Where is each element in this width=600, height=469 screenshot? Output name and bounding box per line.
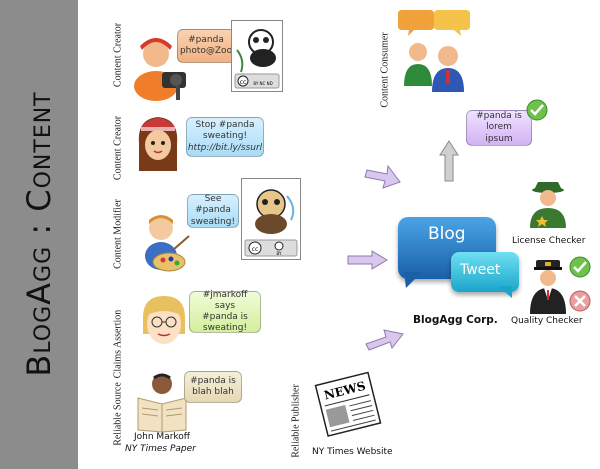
bubble-line: sweating!	[202, 131, 248, 142]
speech-bubble-creator-1: #panda photo@Zoo	[177, 29, 235, 63]
bubble-line: Stop #panda	[195, 120, 255, 131]
role-label-reliable-source: Reliable Source	[112, 382, 124, 446]
license-checker-label: License Checker	[512, 236, 586, 246]
cc-license-text: BY	[277, 251, 283, 256]
bubble-line: blah blah	[192, 387, 234, 397]
sidebar	[0, 0, 78, 469]
bubble-line: #panda is	[202, 312, 248, 322]
arrow-claims-to-blog	[365, 329, 404, 351]
tweet-label: Tweet	[460, 262, 501, 278]
slide-title: BlogAgg : Content	[20, 91, 58, 377]
tweet-bubble-tail	[498, 286, 512, 298]
bubble-link[interactable]: http://bit.ly/ssurl	[187, 142, 263, 153]
bubble-line: #panda	[188, 34, 224, 45]
cc-badge-text: cc	[240, 79, 247, 86]
bubble-line: #panda is	[190, 375, 236, 386]
bubble-line: #panda is	[476, 111, 522, 122]
check-icon-consumer	[526, 99, 548, 121]
check-icon-quality	[569, 256, 591, 278]
sweating-panda-photo-icon: cc BY	[241, 178, 301, 260]
cc-badge-text: cc	[252, 246, 259, 253]
arrow-creator-to-blog	[364, 164, 401, 189]
blog-bubble-tail	[404, 272, 422, 288]
bubble-line: photo@Zoo	[179, 46, 233, 56]
speech-bubble-claims: #jmarkoff says #panda is sweating!	[189, 289, 261, 334]
arrow-modifier-to-blog	[347, 250, 388, 270]
source-org: NY Times Paper	[125, 444, 196, 454]
speech-bubble-consumer: #panda is lorem ipsum	[466, 110, 532, 146]
role-label-content-consumer: Content Consumer	[379, 32, 391, 108]
quality-checker-icon	[530, 260, 566, 314]
painter-icon	[145, 215, 190, 272]
role-label-reliable-publisher: Reliable Publisher	[290, 384, 302, 458]
role-label-content-creator-2: Content Creator	[112, 115, 124, 181]
girl-avatar-icon	[138, 117, 178, 171]
bubble-line: #jmarkoff says	[202, 289, 248, 311]
speech-bubble-creator-2: Stop #panda sweating! http://bit.ly/ssur…	[186, 117, 264, 157]
blog-label: Blog	[428, 224, 466, 244]
role-label-claims-assertion: Claims Assertion	[112, 309, 124, 379]
tweet-bubble	[451, 252, 519, 292]
aggregator-name: BlogAgg Corp.	[413, 314, 498, 326]
blond-face-icon	[143, 296, 185, 344]
arrow-blog-to-consumer	[439, 140, 459, 182]
bubble-line: sweating!	[202, 323, 248, 334]
speech-bubble-source: #panda is blah blah	[184, 371, 242, 403]
bubble-line: See #panda	[195, 194, 231, 216]
quality-checker-label: Quality Checker	[511, 316, 583, 326]
newspaper-reader-icon	[137, 373, 187, 433]
speech-bubble-modifier: See #panda sweating!	[187, 194, 239, 228]
license-checker-icon	[530, 182, 566, 228]
role-label-content-modifier: Content Modifier	[112, 199, 124, 269]
panda-photo-icon: cc BY NC ND	[231, 20, 283, 92]
bubble-line: sweating!	[190, 216, 236, 227]
bubble-line: lorem ipsum	[485, 122, 513, 144]
consumers-icon	[398, 10, 470, 92]
news-website-icon: NEWS	[314, 371, 382, 437]
publisher-name: NY Times Website	[312, 447, 393, 457]
photographer-icon	[134, 38, 186, 101]
role-label-content-creator-1: Content Creator	[112, 22, 124, 88]
cc-license-text: BY NC ND	[253, 81, 272, 86]
source-name: John Markoff	[134, 432, 191, 442]
cross-icon-quality	[569, 290, 591, 312]
